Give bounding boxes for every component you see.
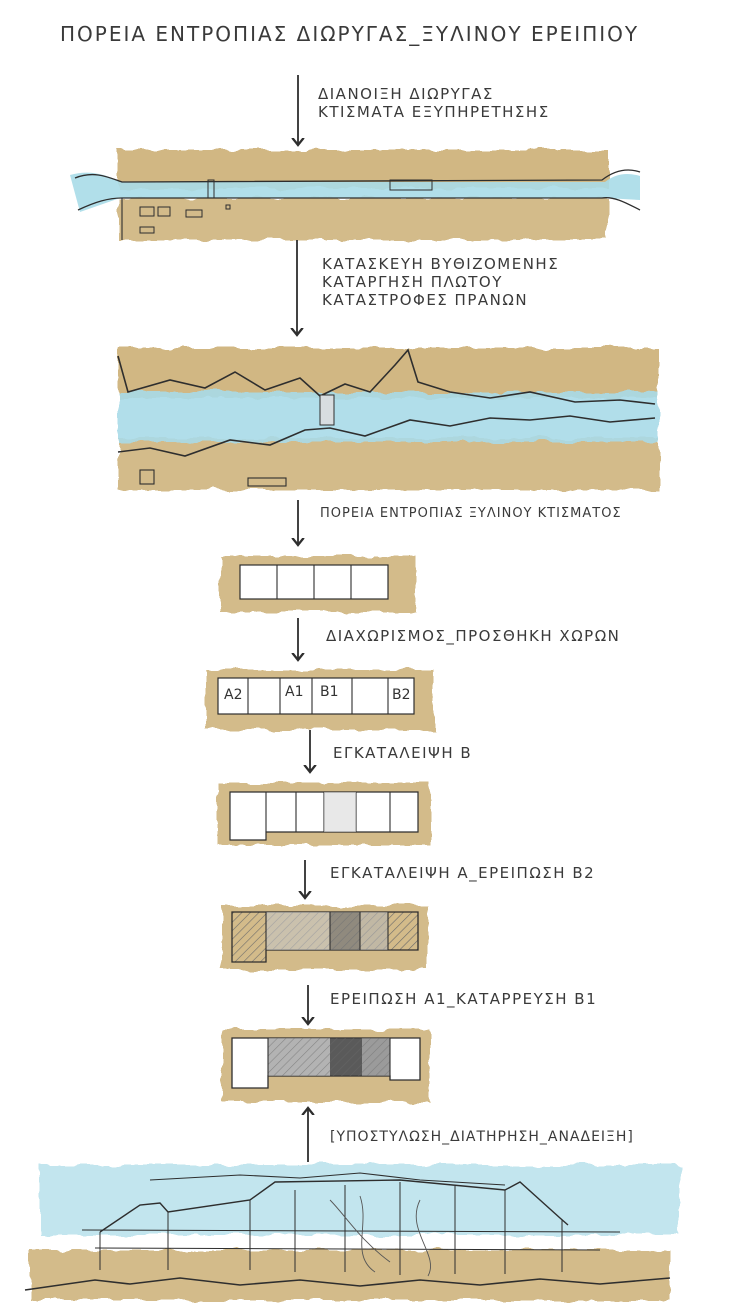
stage-canal-collapse bbox=[117, 348, 658, 490]
step-label-4: ΔΙΑΧΩΡΙΣΜΟΣ_ΠΡΟΣΘΗΚΗ ΧΩΡΩΝ bbox=[326, 627, 621, 645]
step-label-1: ΔΙΑΝΟΙΞΗ ΔΙΩΡΥΓΑΣ ΚΤΙΣΜΑΤΑ ΕΞΥΠΗΡΕΤΗΣΗΣ bbox=[318, 85, 550, 121]
step-label-6: ΕΓΚΑΤΑΛΕΙΨΗ Α_ΕΡΕΙΠΩΣΗ Β2 bbox=[330, 864, 596, 882]
process-arrows bbox=[297, 75, 310, 1162]
room-label-a2: A2 bbox=[224, 687, 243, 703]
stage-canal-plan bbox=[70, 150, 641, 240]
step-label-5: ΕΓΚΑΤΑΛΕΙΨΗ Β bbox=[333, 744, 473, 762]
stage-building-3 bbox=[218, 783, 430, 845]
room-label-b1: B1 bbox=[320, 684, 339, 700]
step-2-line-3: ΚΑΤΑΣΤΡΟΦΕΣ ΠΡΑΝΩΝ bbox=[322, 291, 529, 309]
stage-building-5 bbox=[222, 1030, 430, 1102]
step-label-8: [ΥΠΟΣΤΥΛΩΣΗ_ΔΙΑΤΗΡΗΣΗ_ΑΝΑΔΕΙΞΗ] bbox=[330, 1129, 634, 1145]
stage-building-1 bbox=[220, 556, 416, 612]
step-2-line-1: ΚΑΤΑΣΚΕΥΗ ΒΥΘΙΖΟΜΕΝΗΣ bbox=[322, 255, 560, 273]
step-1-line-1: ΔΙΑΝΟΙΞΗ ΔΙΩΡΥΓΑΣ bbox=[318, 85, 494, 103]
stage-building-4 bbox=[222, 906, 428, 970]
step-label-3: ΠΟΡΕΙΑ ΕΝΤΡΟΠΙΑΣ ΞΥΛΙΝΟΥ ΚΤΙΣΜΑΤΟΣ bbox=[320, 506, 622, 521]
step-1-line-2: ΚΤΙΣΜΑΤΑ ΕΞΥΠΗΡΕΤΗΣΗΣ bbox=[318, 103, 550, 121]
room-label-b2: B2 bbox=[392, 687, 411, 703]
stage-building-2 bbox=[206, 670, 434, 730]
diagram-title: ΠΟΡΕΙΑ ΕΝΤΡΟΠΙΑΣ ΔΙΩΡΥΓΑΣ_ΞΥΛΙΝΟΥ ΕΡΕΙΠΙ… bbox=[60, 22, 640, 46]
step-2-line-2: ΚΑΤΑΡΓΗΣΗ ΠΛΩΤΟΥ bbox=[322, 273, 503, 291]
step-label-7: ΕΡΕΙΠΩΣΗ Α1_ΚΑΤΑΡΡΕΥΣΗ Β1 bbox=[330, 990, 598, 1008]
step-label-2: ΚΑΤΑΣΚΕΥΗ ΒΥΘΙΖΟΜΕΝΗΣ ΚΑΤΑΡΓΗΣΗ ΠΛΩΤΟΥ Κ… bbox=[322, 255, 559, 309]
room-label-a1: A1 bbox=[285, 684, 304, 700]
stage-elevation bbox=[24, 1165, 680, 1300]
